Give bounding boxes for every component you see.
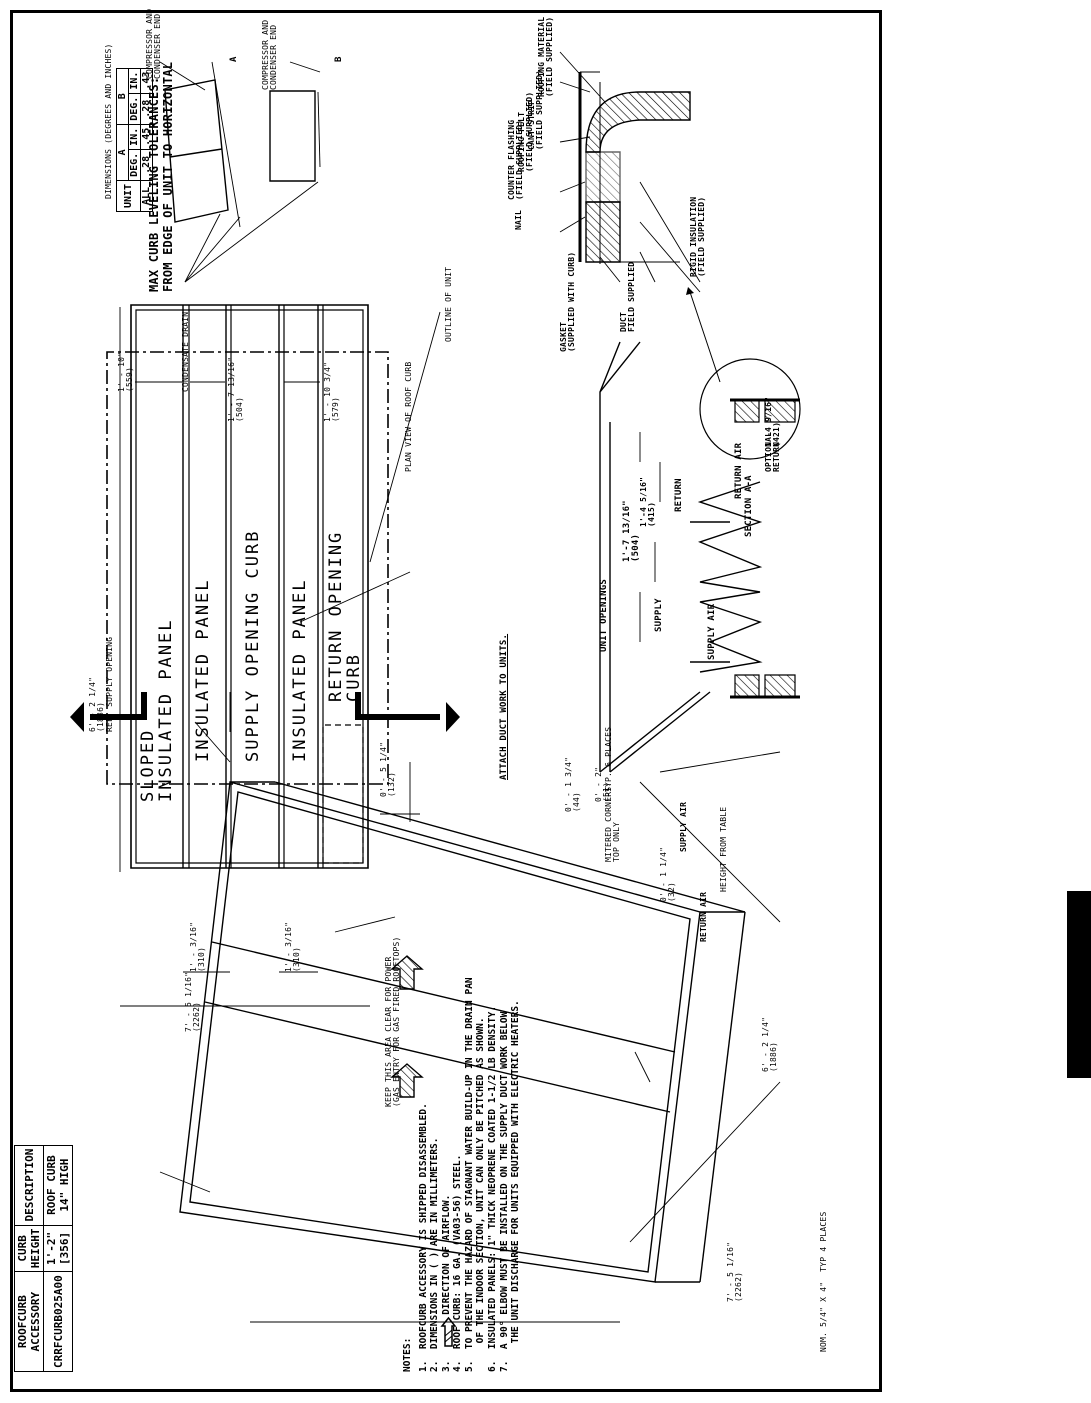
plan-dim-3: 1' - 10 3/4" (579) [323,361,341,422]
isometric-dimension-lines [160,692,780,1322]
iso-dim-134: 0' - 1 3/4" (44) [564,756,582,812]
section-aa-outline [600,342,760,772]
leveling-caption: DIMENSIONS (DEGREES AND INCHES) [104,43,113,199]
plan-duct-arrow-return [446,702,460,732]
leveling-label-b: B [334,56,344,62]
iso-dim-length: 6' - 2 1/4" (1886) [761,1016,779,1072]
plan-view-outline [107,305,388,868]
iso-dim-2in: 0' - 2" (51) [594,766,612,802]
section-dim-3: 1'-4 9/16" (421) [764,396,782,447]
plan-dim-4: 0' - 5 1/4" (132) [379,741,397,797]
plan-keep-clear-label: KEEP THIS AREA CLEAR FOR POWER (GAS ENTR… [384,936,402,1107]
leveling-leader-lines [160,62,320,282]
leveling-cell: IN. [128,124,141,150]
plan-panel-supply: SUPPLY OPENING CURB [243,529,263,762]
plan-ducts [90,692,440,717]
leveling-unit-sketch-2 [270,91,320,181]
plan-dim-overall: 6' - 2 1/4" (1886) REF. SUPPLY OPENING [88,636,114,732]
plan-dim-6: 1' - 3/16" (310) [284,921,302,972]
plan-panel-sloped: SLOPED INSULATED PANEL [138,618,176,802]
detail-roofing-label: ROOFING MATERIAL (FIELD SUPPLIED) [537,16,555,97]
detail-nail-label: NAIL [514,209,523,230]
iso-dim-width: 7' - 5 1/16" (2262) [726,1241,744,1302]
isometric-curb [180,782,745,1282]
section-unit-openings: UNIT OPENINGS [599,578,609,652]
detail-duct-label: DUCT FIELD SUPPLIED [619,261,637,332]
flashing-detail [580,72,690,264]
plan-dim-1: 1' - 10" (559) [117,351,135,392]
detail-gasket-label: GASKET (SUPPLIED WITH CURB) [559,251,577,352]
drawing-line-art [70,0,872,1382]
plan-dimension-lines [120,307,440,1006]
leveling-compressor-label-2: COMPRESSOR AND CONDENSER END [261,19,279,90]
plan-duct-arrow-supply [70,702,84,732]
leveling-unit-sketch-1 [165,62,240,227]
section-title: SECTION A-A [744,475,754,537]
page-side-tab [1067,891,1091,1078]
plan-dim-2: 1' - 7 13/16" (504) [227,356,245,422]
section-aa-curb-left [730,675,800,697]
plan-outline-label: OUTLINE OF UNIT [444,266,453,342]
drawing-frame [10,10,882,1392]
section-supply: SUPPLY [654,598,664,632]
leveling-cell: A [116,124,129,181]
plan-attach-label: ATTACH DUCT WORK TO UNITS. [499,633,509,780]
leveling-cell: B [116,68,129,125]
plan-dim-7: 7' - 5 1/16" (2262) [184,971,202,1032]
iso-nom-label: NOM. 5/4" X 4" TYP 4 PLACES [819,1211,828,1352]
iso-supply-label: SUPPLY AIR [679,801,688,852]
leveling-label-a: A [229,56,239,62]
detail-callout-leader [686,287,720,382]
leveling-cell: IN. [128,68,141,94]
isometric-airflow-arrows [392,956,422,1097]
section-return: RETURN [674,478,684,512]
iso-height-label: HEIGHT FROM TABLE [719,806,728,892]
plan-panel-insulated-1: INSULATED PANEL [193,578,213,762]
iso-dim-114: 0' - 1 1/4" (32) [659,846,677,902]
flashing-detail-leaders [560,52,700,292]
leveling-compressor-label-1: COMPRESSOR AND CONDENSER END [145,8,163,79]
leveling-cell: DEG. [128,149,141,181]
iso-return-label: RETURN AIR [699,891,708,942]
plan-panel-return: RETURN OPENING CURB [326,530,364,702]
section-aa-dimensions [640,432,660,642]
rotated-drawing-sheet: ROOFCURB ACCESSORY CURB HEIGHT DESCRIPTI… [14,0,872,1382]
plan-dim-5: 1' - 3/16" (310) [189,921,207,972]
leveling-condensate-label: CONDENSATE DRAIN [181,311,190,392]
section-dim-2: 1'-4 5/16" (415) [639,476,657,527]
plan-view-label: PLAN VIEW OF ROOF CURB [404,361,413,472]
plan-panel-insulated-2: INSULATED PANEL [290,578,310,762]
section-supply-air: SUPPLY AIR [707,603,717,660]
leveling-cell: UNIT [116,180,141,212]
leveling-title-line1: MAX CURB LEVELING TOLERANCES: [147,76,161,292]
leveling-cell: DEG. [128,93,141,125]
detail-rigid-label: RIGID INSULATION (FIELD SUPPLIED) [689,196,707,277]
leveling-title-line2: FROM EDGE OF UNIT TO HORIZONTAL [161,61,175,292]
section-aa-curb-right [700,359,800,459]
